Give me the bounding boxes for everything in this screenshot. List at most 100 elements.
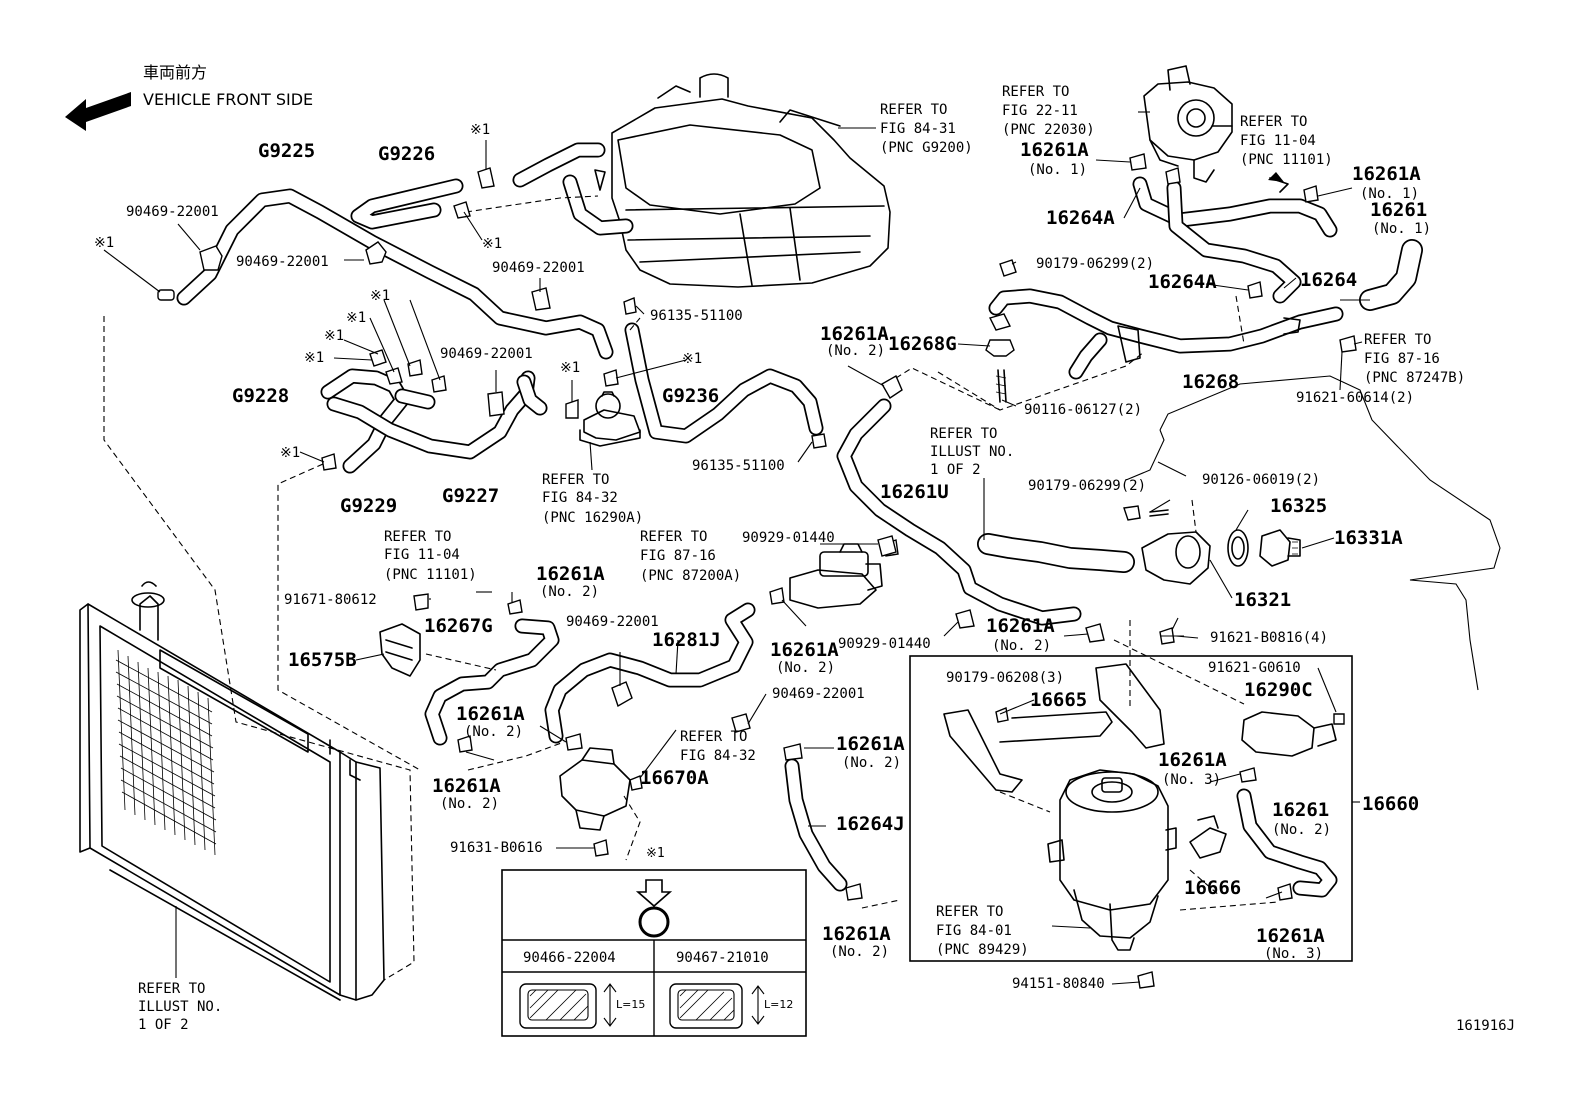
callout-p90469-2: 90469-22001 — [236, 254, 329, 270]
callout-mark1-e: ※1 — [346, 310, 366, 326]
callout-p16261a-c3: 16261A — [822, 923, 891, 945]
callout-p90179-06208: 90179-06208(3) — [946, 670, 1064, 686]
callout-p96135-2: 96135-51100 — [692, 458, 785, 474]
reservoir-tank-drawing — [512, 73, 891, 288]
callout-p90469-3: 90469-22001 — [492, 260, 585, 276]
engine-outline — [1125, 375, 1501, 691]
callout-ref84-32a-b: FIG 84-32 — [542, 490, 618, 506]
callout-p16281j: 16281J — [652, 629, 721, 651]
callout-p16264a-2: 16264A — [1148, 271, 1217, 293]
callout-p16268g: 16268G — [888, 333, 957, 355]
figure-id-label: 161916J — [1456, 1018, 1515, 1034]
callout-ref11-04l-a: REFER TO — [384, 529, 451, 545]
callout-p91671: 91671-80612 — [284, 592, 377, 608]
callout-mark1-b: ※1 — [470, 122, 490, 138]
callout-p16261a-c3-no: (No. 2) — [830, 944, 889, 960]
orientation-jp-label: 車両前方 — [143, 63, 207, 82]
callout-p16261a-l1-no: (No. 2) — [540, 584, 599, 600]
callout-mark1-i: ※1 — [560, 360, 580, 376]
callout-mark1-j: ※1 — [682, 351, 702, 367]
arrow-down-icon — [635, 879, 673, 908]
callout-ref84-32b-a: REFER TO — [680, 729, 747, 745]
callout-p16666: 16666 — [1184, 877, 1241, 899]
middle-hoses — [413, 365, 1105, 909]
callout-p16261a-l2-no: (No. 2) — [464, 724, 523, 740]
callout-ref11-04r-b: FIG 11-04 — [1240, 133, 1316, 149]
callout-p16261-no1-no: (No. 1) — [1372, 221, 1431, 237]
radiator-drawing — [79, 316, 415, 1001]
callout-ref84-31-c: (PNC G9200) — [880, 140, 973, 156]
callout-p16261a-c2-no: (No. 2) — [842, 755, 901, 771]
vsv-valve-drawing — [789, 535, 897, 609]
callout-refill-r-c: 1 OF 2 — [930, 462, 981, 478]
callout-mark1-c: ※1 — [482, 236, 502, 252]
hoses-top-right — [1129, 153, 1423, 353]
callout-ref87-16m-c: (PNC 87200A) — [640, 568, 741, 584]
callout-ref11-04l-b: FIG 11-04 — [384, 547, 460, 563]
callout-g9227: G9227 — [442, 485, 499, 507]
callout-p94151: 94151-80840 — [1012, 976, 1105, 992]
callout-p16261a-b2: 16261A — [1256, 925, 1325, 947]
callout-ref84-01-b: FIG 84-01 — [936, 923, 1012, 939]
callout-p16267g: 16267G — [424, 615, 493, 637]
leaders-mid — [429, 159, 1370, 899]
water-pump-drawing — [579, 391, 641, 471]
callout-p16268: 16268 — [1182, 371, 1239, 393]
callout-ref84-01-a: REFER TO — [936, 904, 1003, 920]
callout-p91621-g0610: 91621-G0610 — [1208, 660, 1301, 676]
callout-p90116: 90116-06127(2) — [1024, 402, 1142, 418]
callout-refill-l-b: ILLUST NO. — [138, 999, 222, 1015]
valve-16670a-drawing — [559, 747, 631, 831]
callout-p16261a-tr1-no: (No. 1) — [1028, 162, 1087, 178]
callout-p16261a-l3: 16261A — [432, 775, 501, 797]
callout-p16261u: 16261U — [880, 481, 949, 503]
callout-p16290c: 16290C — [1244, 679, 1313, 701]
legend-right-part-label: 90467-21010 — [676, 950, 769, 966]
callout-p16575b: 16575B — [288, 649, 357, 671]
callout-ref22-11-c: (PNC 22030) — [1002, 122, 1095, 138]
callout-p16261-no2-no: (No. 2) — [1272, 822, 1331, 838]
callout-mark1-d: ※1 — [370, 288, 390, 304]
callout-p16261a-l2: 16261A — [456, 703, 525, 725]
legend-right-length-label: L=12 — [764, 998, 793, 1011]
thermostat-area — [977, 461, 1335, 599]
callout-p90179-1: 90179-06299(2) — [1036, 256, 1154, 272]
clip-ring-icon — [638, 906, 670, 938]
callout-ref84-32a-a: REFER TO — [542, 472, 609, 488]
callout-refill-r-a: REFER TO — [930, 426, 997, 442]
leaders-upper-left — [103, 140, 813, 463]
legend-left-part-label: 90466-22004 — [523, 950, 616, 966]
callout-ref11-04l-c: (PNC 11101) — [384, 567, 477, 583]
callout-ref84-32b-b: FIG 84-32 — [680, 748, 756, 764]
callout-p16261a-b2-no: (No. 3) — [1264, 946, 1323, 962]
callout-p16331a: 16331A — [1334, 527, 1403, 549]
callout-mark1-f: ※1 — [324, 328, 344, 344]
callout-p16261a-b1-no: (No. 3) — [1162, 772, 1221, 788]
callout-p16261a-r1: 16261A — [986, 615, 1055, 637]
callout-p16670a: 16670A — [640, 767, 709, 789]
callout-p91621-b0816: 91621-B0816(4) — [1210, 630, 1328, 646]
callout-ref11-04r-a: REFER TO — [1240, 114, 1307, 130]
callout-refill-l-a: REFER TO — [138, 981, 205, 997]
bracket-16575b-drawing — [355, 623, 421, 677]
callout-g9229: G9229 — [340, 495, 397, 517]
callout-p90126: 90126-06019(2) — [1202, 472, 1320, 488]
clip-legend-box — [501, 869, 807, 1037]
callout-p16261a-r1-no: (No. 2) — [992, 638, 1051, 654]
callout-g9236: G9236 — [662, 385, 719, 407]
callout-p16261a-c1-no: (No. 2) — [776, 660, 835, 676]
callout-p16261a-tr2: 16261A — [1352, 163, 1421, 185]
legend-mark-label: ※1 — [646, 846, 665, 861]
callout-p16261a-c1: 16261A — [770, 639, 839, 661]
callout-p16261a-m: 16261A — [820, 323, 889, 345]
callout-p90469-5: 90469-22001 — [566, 614, 659, 630]
callout-refill-l-c: 1 OF 2 — [138, 1017, 189, 1033]
callout-p91621-60614: 91621-60614(2) — [1296, 390, 1414, 406]
callout-ref84-01-c: (PNC 89429) — [936, 942, 1029, 958]
callout-ref22-11-b: FIG 22-11 — [1002, 103, 1078, 119]
pump-assembly-box — [909, 620, 1360, 989]
callout-mark1-g: ※1 — [304, 350, 324, 366]
callout-p91631: 91631-B0616 — [450, 840, 543, 856]
